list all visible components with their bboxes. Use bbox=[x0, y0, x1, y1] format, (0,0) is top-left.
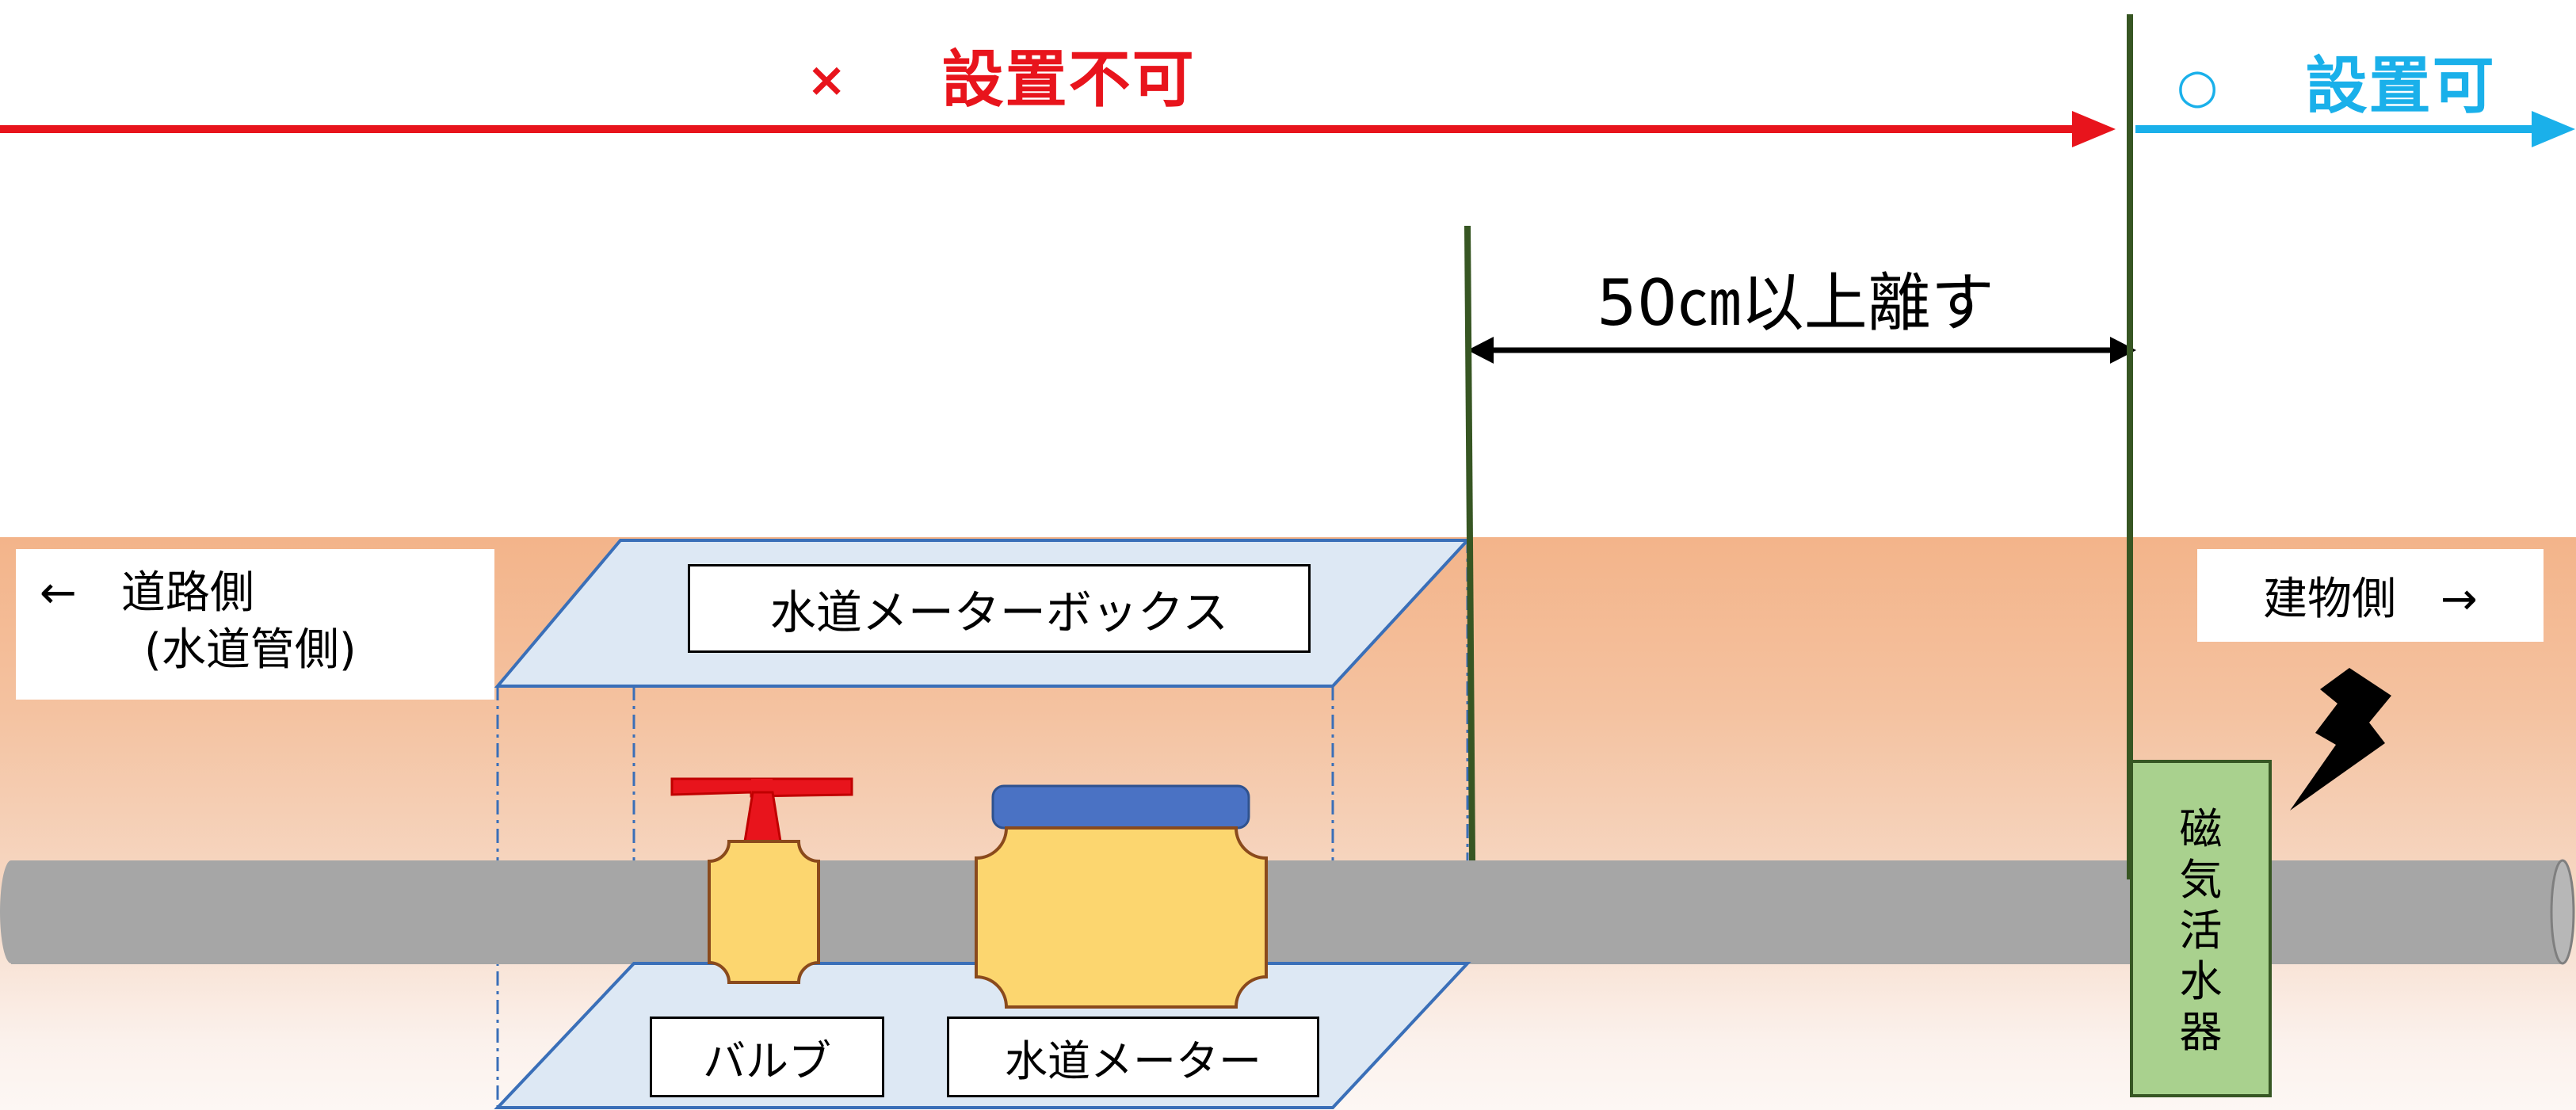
meter-box-label: 水道メーターボックス bbox=[688, 564, 1311, 653]
lightning-icon bbox=[2290, 668, 2391, 811]
distance-marker-line-left bbox=[1464, 225, 1475, 861]
distance-arrow bbox=[1467, 337, 2136, 364]
device-char: 水 bbox=[2179, 956, 2223, 1006]
water-meter bbox=[975, 784, 1268, 1009]
road-side-label: ← 道路側 (水道管側) bbox=[16, 549, 494, 700]
ok-heading: ○ 設置可 bbox=[2177, 36, 2496, 125]
ng-label: 設置不可 bbox=[941, 44, 1196, 116]
road-side-line2: (水道管側) bbox=[144, 624, 357, 676]
ng-mark: × bbox=[807, 52, 849, 108]
valve-stem bbox=[743, 791, 782, 843]
meter-cap bbox=[991, 784, 1250, 830]
valve-label: バルブ bbox=[650, 1017, 884, 1097]
valve-body bbox=[708, 840, 820, 984]
device-char: 活 bbox=[2179, 906, 2223, 956]
ok-range-arrow bbox=[2135, 111, 2575, 147]
road-side-line1: ← 道路側 bbox=[40, 567, 254, 619]
magnetic-water-device-label: 磁 気 活 水 器 bbox=[2131, 780, 2270, 1081]
ok-label: 設置可 bbox=[2305, 51, 2496, 122]
ng-range-arrow bbox=[0, 111, 2116, 147]
building-side-label: 建物側 → bbox=[2197, 549, 2544, 642]
device-char: 気 bbox=[2179, 855, 2223, 905]
distance-label: 50㎝以上離す bbox=[1597, 266, 1994, 340]
water-meter-label: 水道メーター bbox=[947, 1017, 1319, 1097]
meter-body bbox=[975, 826, 1268, 1009]
valve bbox=[670, 777, 853, 984]
device-char: 磁 bbox=[2179, 804, 2223, 854]
ok-mark: ○ bbox=[2177, 59, 2220, 114]
device-char: 器 bbox=[2179, 1007, 2223, 1057]
magnetic-water-device-box bbox=[2130, 760, 2272, 1097]
ng-heading: × 設置不可 bbox=[807, 30, 1196, 119]
